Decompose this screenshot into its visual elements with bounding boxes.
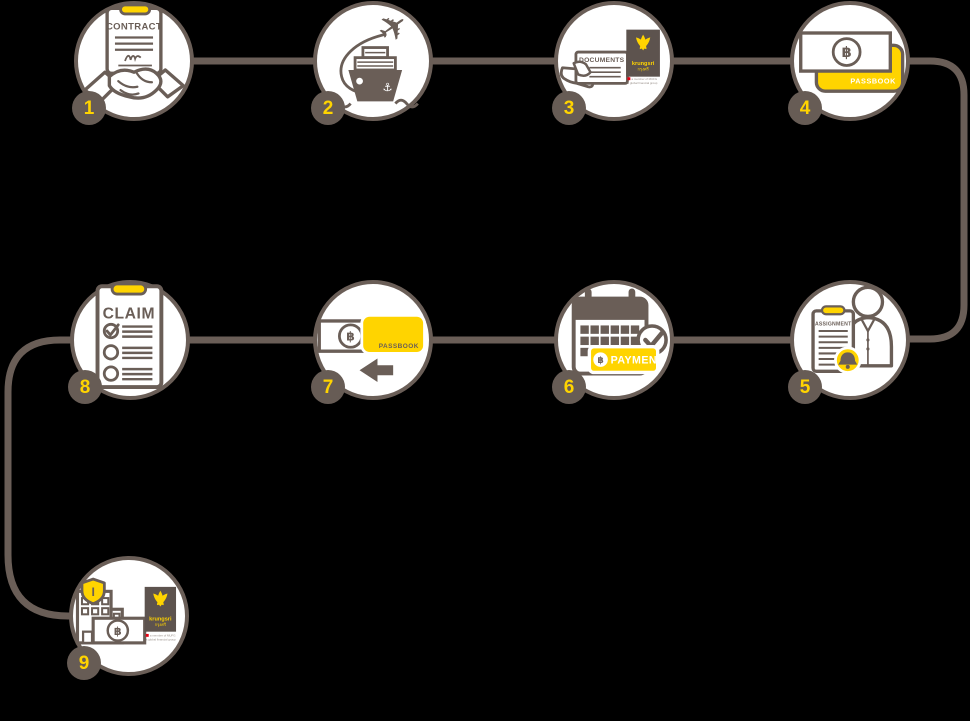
calendar-header: [573, 298, 647, 320]
passbook-label: PASSBOOK: [850, 76, 896, 85]
check-icon: [105, 323, 120, 338]
person-head: [851, 285, 885, 319]
brand-tagline-2: a global financial group: [627, 81, 657, 85]
baht-circle: [106, 619, 130, 642]
anchor-icon: ⚓: [383, 81, 393, 94]
insurer-payout-icon: I ฿ krungsri กรุงศรี a member of MUFG a …: [75, 577, 176, 645]
krungsri-logo: krungsri กรุงศรี a member of MUFG a glob…: [626, 29, 660, 85]
lotus-icon: [153, 590, 168, 607]
documents-label: DOCUMENTS: [579, 57, 625, 64]
signature-squiggle: [118, 54, 152, 67]
payment-label: PAYMENT: [611, 355, 664, 367]
assignment-lines: [818, 330, 848, 366]
brand-name: krungsri: [149, 616, 172, 622]
step-5-number: 5: [788, 370, 822, 404]
assignment-person-icon: ASSIGNMENT: [811, 285, 894, 374]
claim-checklist-icon: CLAIM: [95, 284, 164, 389]
payment-tag: [587, 345, 660, 375]
handshake-fingers: [117, 71, 154, 96]
step-1-number: 1: [72, 91, 106, 125]
step-2-circle: ✈ ⚓: [313, 1, 433, 121]
connector-right-loop: [850, 57, 968, 343]
step-3-number: 3: [552, 91, 586, 125]
claim-lines: [122, 325, 153, 381]
brand-name-thai: กรุงศรี: [637, 67, 649, 73]
document-lines: [589, 66, 621, 78]
krungsri-logo: krungsri กรุงศรี a member of MUFG a glob…: [144, 586, 176, 642]
passbook-icon: PASSBOOK ฿: [799, 31, 905, 93]
porthole: [356, 77, 363, 85]
brand-name-thai: กรุงศรี: [155, 622, 167, 628]
ship-deck-stripes: [357, 61, 394, 67]
bell-icon: [838, 352, 858, 365]
clipboard-clip: [110, 284, 148, 296]
ship-deck: [353, 56, 397, 72]
step-2-number: 2: [311, 91, 345, 125]
mufg-mark: [627, 77, 631, 81]
mufg-mark: [145, 633, 149, 637]
brand-tagline-1: a member of MUFG: [631, 77, 657, 81]
left-arrow-icon: [359, 358, 394, 382]
contract-text-lines: [114, 36, 154, 51]
contract-paper: [105, 6, 163, 75]
shield-letter: I: [91, 585, 94, 599]
calendar-payment-icon: ฿ PAYMENT: [571, 288, 668, 376]
documents-icon: DOCUMENTS krungsri กรุงศรี a member of M…: [559, 29, 660, 89]
assignment-title: ASSIGNMENT: [815, 321, 852, 327]
ship-hull: [348, 69, 403, 102]
insurance-shield-icon: [80, 577, 106, 606]
brand-tagline-1: a member of MUFG: [150, 634, 176, 638]
bell-clapper: [845, 364, 850, 369]
shirt-button: [866, 338, 870, 342]
connector-left-loop: [4, 336, 130, 620]
step-6-circle: ฿ PAYMENT: [554, 280, 674, 400]
baht-symbol: ฿: [842, 44, 852, 61]
clipboard-clip: [119, 5, 152, 16]
ship-plane-icon: ✈ ⚓: [327, 5, 419, 109]
passbook-cover: [360, 313, 426, 355]
claim-title: CLAIM: [103, 306, 155, 323]
step-4-circle: PASSBOOK ฿: [790, 1, 910, 121]
checkbox-empty: [102, 365, 120, 382]
step-7-number: 7: [311, 370, 345, 404]
step-9-circle: I ฿ krungsri กรุงศรี a member of MUFG a …: [69, 556, 189, 676]
step-4-number: 4: [788, 91, 822, 125]
baht-symbol: ฿: [114, 625, 122, 638]
step-9-number: 9: [67, 646, 101, 680]
baht-symbol: ฿: [346, 330, 355, 344]
brand-tagline-2: a global financial group: [146, 638, 176, 642]
step-3-circle: DOCUMENTS krungsri กรุงศรี a member of M…: [554, 1, 674, 121]
step-8-number: 8: [68, 370, 102, 404]
passbook-label: PASSBOOK: [379, 343, 419, 350]
contract-title: CONTRACT: [106, 22, 162, 33]
thumb: [572, 60, 592, 77]
contract-handshake-icon: CONTRACT: [83, 5, 185, 104]
step-6-number: 6: [552, 370, 586, 404]
brand-name: krungsri: [632, 61, 655, 67]
baht-symbol: ฿: [597, 356, 603, 366]
baht-circle: [593, 352, 608, 367]
step-1-circle: CONTRACT: [74, 1, 194, 121]
baht-circle: [831, 37, 862, 67]
shirt-button: [866, 347, 870, 351]
lotus-icon: [636, 34, 651, 51]
passbook-return-icon: ฿ PASSBOOK: [317, 313, 426, 382]
building-door: [81, 630, 94, 644]
checkbox-empty: [102, 344, 120, 361]
clipboard-clip: [820, 305, 846, 316]
